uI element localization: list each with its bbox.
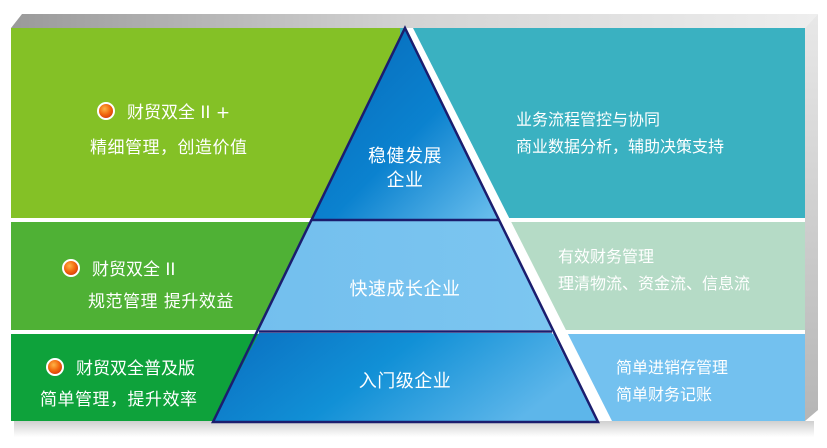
features-top-line1: 业务流程管控与协同 — [516, 110, 661, 129]
pyramid-tier-top — [312, 28, 499, 219]
pyramid-label-top: 稳健发展 企业 — [345, 145, 465, 193]
product-name-bottom: 财贸双全普及版 — [76, 359, 195, 379]
features-top-line2: 商业数据分析，辅助决策支持 — [516, 137, 725, 156]
features-middle-line1: 有效财务管理 — [558, 247, 655, 266]
product-row-middle: 财贸双全 II — [62, 255, 175, 280]
features-bottom: 简单进销存管理 简单财务记账 — [616, 354, 728, 408]
left-band-middle — [11, 222, 311, 330]
pyramid-outline — [211, 25, 601, 424]
frame-bevel-top — [11, 14, 818, 28]
features-middle: 有效财务管理 理清物流、资金流、信息流 — [558, 243, 750, 297]
bullet-icon — [46, 357, 64, 376]
product-row-bottom: 财贸双全普及版 — [46, 354, 195, 379]
frame-bevel-right — [805, 14, 818, 421]
product-slogan-top: 精细管理，创造价值 — [90, 138, 248, 158]
bullet-icon — [62, 258, 80, 277]
pyramid-label-top-line1: 稳健发展 — [368, 146, 442, 167]
pyramid-tier-middle — [259, 221, 552, 330]
pyramid-label-bottom: 入门级企业 — [358, 371, 452, 392]
pyramid-tier-bottom — [213, 333, 598, 422]
product-name-middle: 财贸双全 II — [92, 260, 176, 280]
product-name-top: 财贸双全 II + — [127, 103, 231, 123]
features-top: 业务流程管控与协同 商业数据分析，辅助决策支持 — [516, 106, 724, 160]
features-middle-line2: 理清物流、资金流、信息流 — [558, 274, 751, 293]
product-slogan-bottom: 简单管理，提升效率 — [40, 390, 198, 410]
bullet-icon — [97, 101, 115, 120]
product-row-top: 财贸双全 II + — [97, 98, 230, 123]
features-bottom-line2: 简单财务记账 — [616, 385, 713, 404]
diagonal-separator — [405, 28, 612, 421]
pyramid-label-middle: 快速成长企业 — [349, 279, 461, 300]
pyramid-label-top-line2: 企业 — [386, 170, 424, 191]
product-slogan-middle: 规范管理 提升效益 — [88, 292, 234, 312]
features-bottom-line1: 简单进销存管理 — [616, 358, 729, 377]
